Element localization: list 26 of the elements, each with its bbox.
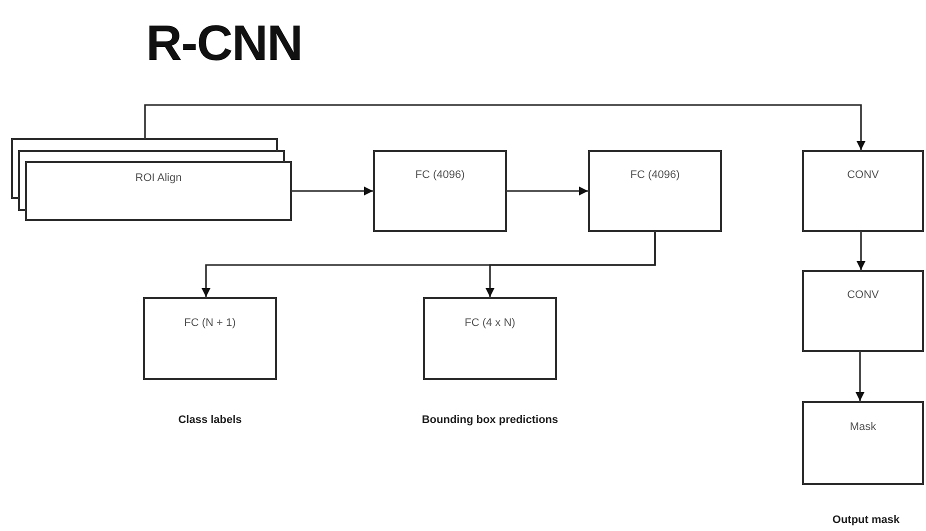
layer-box [802, 270, 924, 352]
layer-label: FC (4096) [630, 169, 680, 181]
arrow [486, 232, 656, 297]
layer-label: CONV [847, 169, 879, 181]
arrow [856, 352, 864, 401]
diagram-title: R-CNN [146, 14, 302, 72]
layer-label: Mask [850, 421, 876, 433]
layer-box [373, 150, 507, 232]
layer-label: CONV [847, 289, 879, 301]
stacked-layer-box [11, 138, 292, 221]
output-caption: Output mask [832, 514, 900, 526]
layer-box [143, 297, 277, 380]
arrow [856, 232, 866, 270]
arrow [507, 186, 588, 196]
layer-box [588, 150, 722, 232]
layer-label: FC (4096) [415, 169, 465, 181]
layer-label: FC (4 x N) [464, 316, 516, 328]
layer-box [802, 401, 924, 485]
layer-label: ROI Align [135, 172, 182, 184]
layer-box [423, 297, 557, 380]
arrow [292, 186, 373, 196]
layer-label: FC (N + 1) [184, 316, 236, 328]
output-caption: Bounding box predictions [422, 414, 558, 426]
arrow [144, 104, 866, 150]
layer-box [802, 150, 924, 232]
output-caption: Class labels [178, 414, 242, 426]
